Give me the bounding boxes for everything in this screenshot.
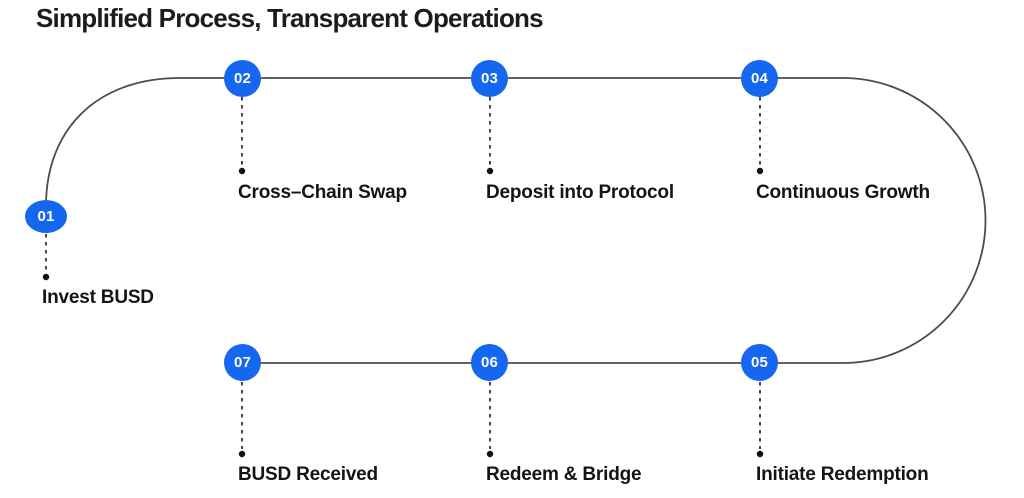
- step-label-deposit-protocol: Deposit into Protocol: [486, 182, 674, 203]
- step-number: 04: [750, 70, 769, 87]
- leader-dot-07: [238, 450, 246, 458]
- step-badge-04: 04: [741, 60, 778, 97]
- step-badge-02: 02: [224, 60, 261, 97]
- leader-dot-03: [486, 167, 494, 175]
- leader-dot-04: [756, 167, 764, 175]
- step-badge-01: 01: [25, 200, 67, 233]
- step-label-continuous-growth: Continuous Growth: [756, 182, 930, 203]
- step-number: 03: [480, 70, 499, 87]
- step-number: 01: [37, 208, 55, 225]
- step-label-initiate-redemption: Initiate Redemption: [756, 464, 929, 485]
- step-label-invest-busd: Invest BUSD: [42, 287, 154, 308]
- step-label-redeem-bridge: Redeem & Bridge: [486, 464, 642, 485]
- leader-lines: [45, 97, 761, 449]
- step-badge-06: 06: [471, 344, 508, 381]
- leader-dots: [42, 167, 764, 458]
- leader-dot-05: [756, 450, 764, 458]
- step-badge-05: 05: [741, 344, 778, 381]
- leader-dot-06: [486, 450, 494, 458]
- step-label-cross-chain-swap: Cross–Chain Swap: [238, 182, 407, 203]
- leader-dot-01: [42, 273, 50, 281]
- step-number: 07: [233, 354, 252, 371]
- step-number: 02: [233, 70, 252, 87]
- page-title: Simplified Process, Transparent Operatio…: [36, 3, 544, 33]
- step-badge-03: 03: [471, 60, 508, 97]
- step-badge-07: 07: [224, 344, 261, 381]
- step-label-busd-received: BUSD Received: [238, 464, 378, 485]
- leader-dot-02: [238, 167, 246, 175]
- flow-path: [45, 77, 987, 364]
- step-number: 05: [750, 354, 769, 371]
- step-number: 06: [480, 354, 499, 371]
